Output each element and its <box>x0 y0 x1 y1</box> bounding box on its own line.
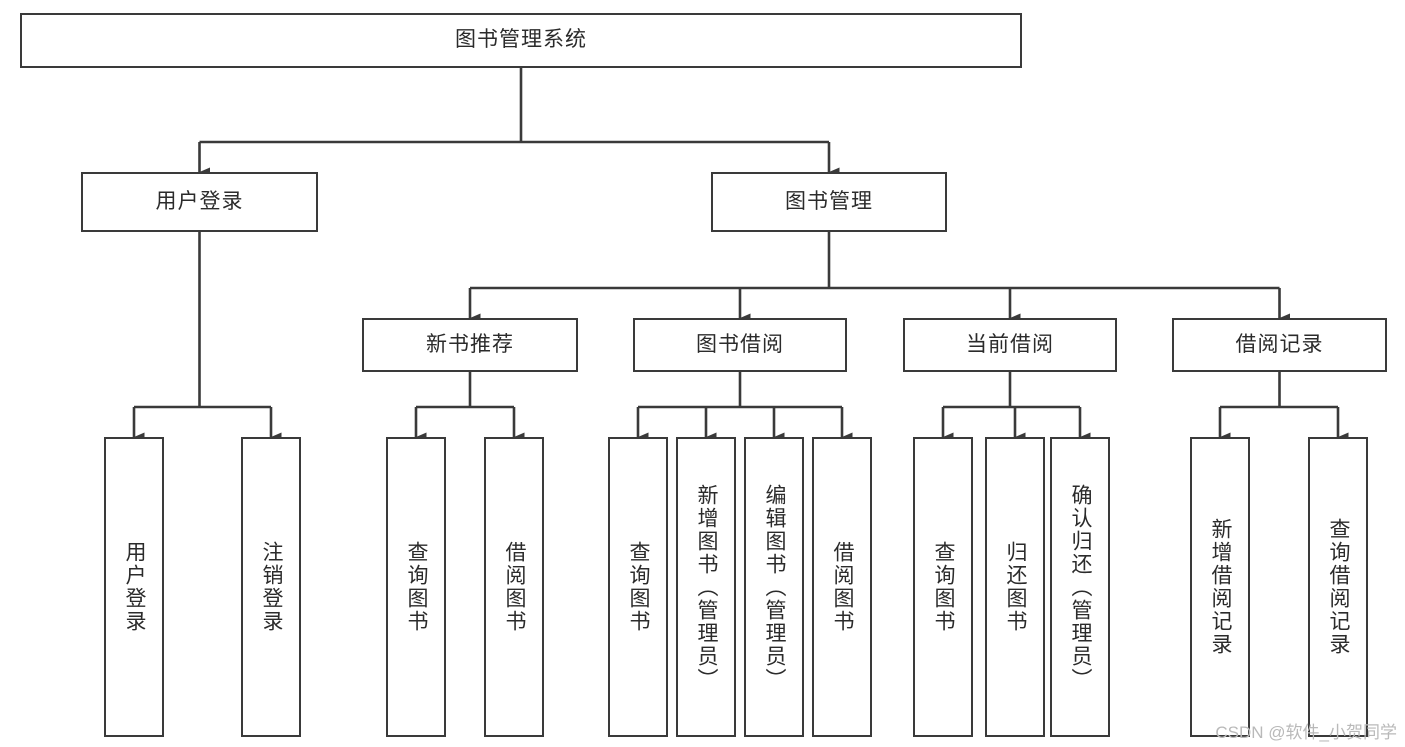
node-leaf-add-book[interactable]: 新增图书（管理员） <box>676 437 736 737</box>
node-label: 新增图书（管理员） <box>695 483 719 691</box>
node-label: 图书借阅 <box>696 332 784 356</box>
node-leaf-user-login[interactable]: 用户登录 <box>104 437 164 737</box>
node-leaf-user-logout[interactable]: 注销登录 <box>241 437 301 737</box>
node-label: 编辑图书（管理员） <box>763 483 787 691</box>
node-leaf-add-record[interactable]: 新增借阅记录 <box>1190 437 1250 737</box>
node-label: 确认归还（管理员） <box>1069 483 1093 691</box>
node-leaf-query-book-c[interactable]: 查询图书 <box>913 437 973 737</box>
node-leaf-edit-book[interactable]: 编辑图书（管理员） <box>744 437 804 737</box>
node-leaf-query-book-b[interactable]: 查询图书 <box>608 437 668 737</box>
node-leaf-return-book[interactable]: 归还图书 <box>985 437 1045 737</box>
node-label: 查询图书 <box>932 541 956 633</box>
node-label: 借阅图书 <box>831 541 855 633</box>
node-label: 用户登录 <box>123 541 147 633</box>
node-label: 借阅图书 <box>503 541 527 633</box>
node-book-borrow[interactable]: 图书借阅 <box>633 318 847 372</box>
node-label: 借阅记录 <box>1235 332 1324 356</box>
node-leaf-query-book-a[interactable]: 查询图书 <box>386 437 446 737</box>
node-label: 查询图书 <box>627 541 651 633</box>
node-label: 查询借阅记录 <box>1327 518 1351 656</box>
node-root[interactable]: 图书管理系统 <box>20 13 1022 68</box>
node-leaf-borrow-book-b[interactable]: 借阅图书 <box>812 437 872 737</box>
node-label: 查询图书 <box>405 541 429 633</box>
node-book-manage[interactable]: 图书管理 <box>711 172 947 232</box>
node-borrow-record[interactable]: 借阅记录 <box>1172 318 1387 372</box>
node-label: 图书管理 <box>785 189 873 213</box>
node-label: 归还图书 <box>1004 541 1028 633</box>
node-label: 当前借阅 <box>966 332 1054 356</box>
node-leaf-confirm-return[interactable]: 确认归还（管理员） <box>1050 437 1110 737</box>
node-leaf-borrow-book-a[interactable]: 借阅图书 <box>484 437 544 737</box>
node-label: 用户登录 <box>155 189 244 213</box>
node-label: 新书推荐 <box>426 332 514 356</box>
node-leaf-query-record[interactable]: 查询借阅记录 <box>1308 437 1368 737</box>
node-label: 注销登录 <box>260 541 284 633</box>
node-new-book-rec[interactable]: 新书推荐 <box>362 318 578 372</box>
node-current-borrow[interactable]: 当前借阅 <box>903 318 1117 372</box>
node-label: 图书管理系统 <box>455 28 587 52</box>
watermark: CSDN @软件_小贺同学 <box>1215 723 1397 742</box>
node-label: 新增借阅记录 <box>1209 518 1233 656</box>
node-user-login[interactable]: 用户登录 <box>81 172 318 232</box>
